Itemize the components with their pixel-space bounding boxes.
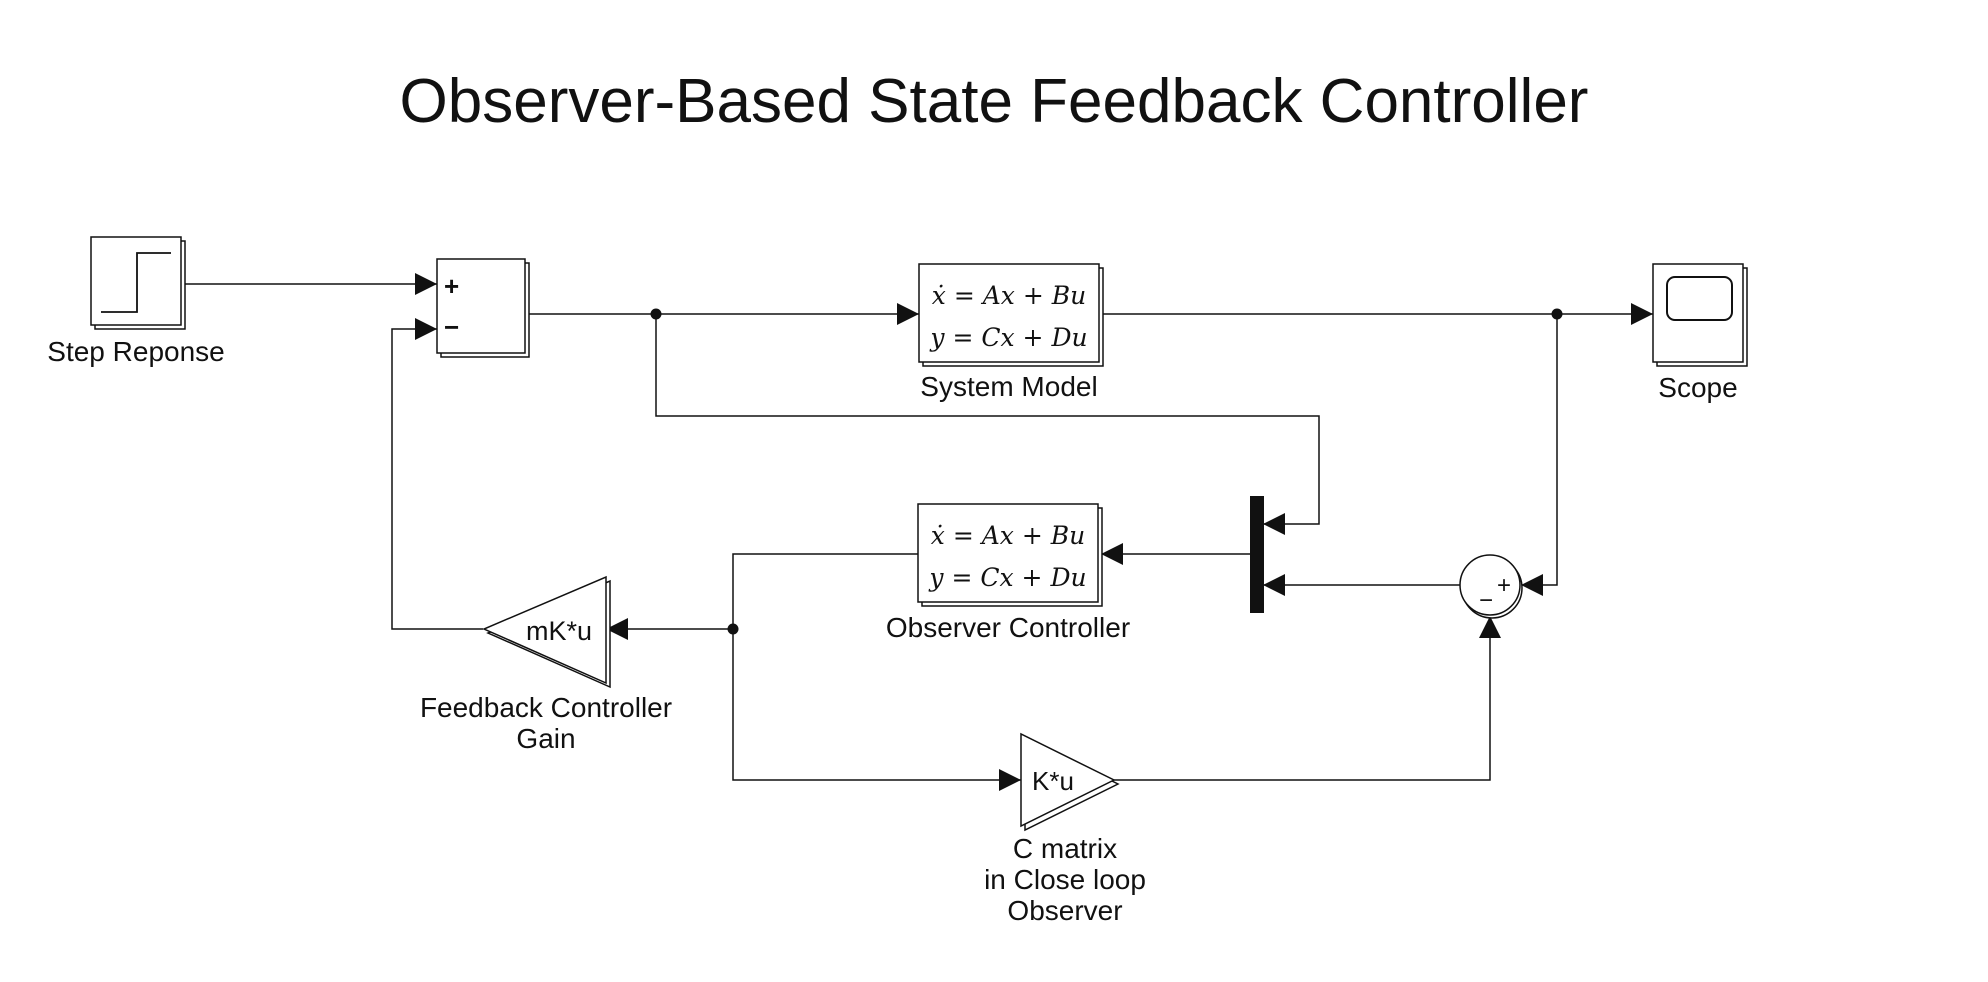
error-sum-plus-sign: + [1497,572,1511,599]
feedback-gain-expression: mK*u [526,616,592,646]
feedback-gain-label-line2: Gain [516,723,576,754]
system-model-state-equation: ẋ = Ax + Bu [932,281,1086,310]
branch-point-xhat [727,623,739,635]
observer-output-equation: y = Cx + Du [928,563,1086,592]
diagram-title: Observer-Based State Feedback Controller [399,67,1589,136]
error-sum-block[interactable]: + − [1459,554,1523,619]
c-matrix-label-line2: in Close loop [984,864,1146,895]
observer-state-equation: ẋ = Ax + Bu [931,521,1085,550]
error-sum-minus-sign: − [1479,587,1493,614]
system-model-block[interactable]: ẋ = Ax + Bu y = Cx + Du [918,263,1104,367]
branch-point-u [650,308,662,320]
observer-controller-block[interactable]: ẋ = Ax + Bu y = Cx + Du [917,503,1103,607]
c-matrix-label: C matrix in Close loop Observer [930,833,1200,926]
step-block[interactable] [90,236,186,330]
c-matrix-gain-block[interactable]: K*u [1020,732,1120,832]
step-icon [101,252,171,313]
scope-screen-icon [1666,276,1733,321]
wire-y-to-error-sum[interactable] [1521,314,1558,596]
branch-point-y [1551,308,1563,320]
observer-controller-label: Observer Controller [885,612,1131,643]
wire-gain-to-sum[interactable] [391,318,483,630]
wire-cmatrix-to-error-sum[interactable] [1114,616,1501,781]
scope-block[interactable] [1652,263,1748,367]
system-model-output-equation: y = Cx + Du [929,323,1087,352]
step-block-label: Step Reponse [47,336,225,367]
feedback-gain-block[interactable]: mK*u [482,575,611,689]
feedback-gain-label: Feedback Controller Gain [396,692,696,754]
sum-block[interactable]: + − [436,258,530,358]
wire-u-to-mux[interactable] [655,314,1320,535]
mux-block[interactable] [1250,496,1264,613]
c-matrix-gain-expression: K*u [1032,766,1074,796]
feedback-gain-label-line1: Feedback Controller [419,692,673,723]
c-matrix-label-line1: C matrix [1012,833,1118,864]
sum-minus-sign: − [444,312,459,342]
wire-observer-to-gains[interactable] [606,553,918,640]
wire-xhat-to-cmatrix[interactable] [732,629,1021,791]
c-matrix-label-line3: Observer [1007,895,1123,926]
scope-label: Scope [1658,372,1738,403]
sum-plus-sign: + [444,271,459,301]
system-model-label: System Model [920,371,1098,402]
